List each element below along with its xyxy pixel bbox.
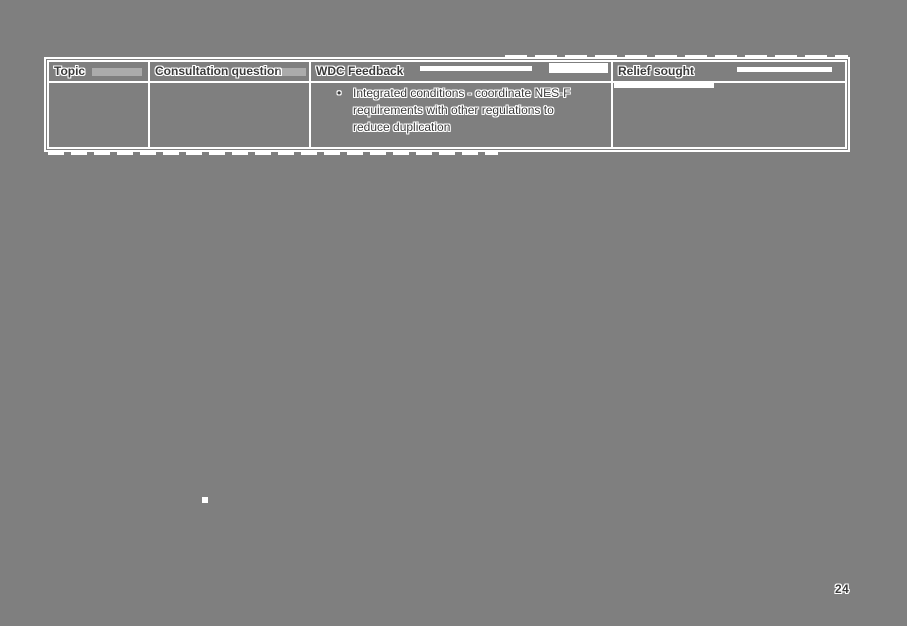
consultation-feedback-table: Topic Consultation question WDC Feedback… bbox=[44, 57, 850, 152]
artifact-bar bbox=[614, 83, 714, 88]
bullet-text-line: reduce duplication bbox=[353, 120, 451, 134]
artifact-bar bbox=[420, 66, 532, 71]
table-row: • Integrated conditions - coordinate NES… bbox=[47, 81, 847, 149]
artifact-square bbox=[202, 497, 208, 503]
cell-consultation-question bbox=[148, 81, 311, 149]
artifact-bottom-dashes bbox=[48, 152, 498, 155]
artifact-bar bbox=[92, 68, 142, 76]
bullet-item: • Integrated conditions - coordinate NES… bbox=[311, 83, 611, 136]
header-row: Topic Consultation question WDC Feedback… bbox=[47, 60, 847, 83]
artifact-top-dashes bbox=[505, 55, 848, 57]
cell-relief-sought bbox=[611, 81, 847, 149]
artifact-bar bbox=[549, 63, 608, 73]
artifact-bar bbox=[737, 67, 832, 72]
bullet-text-line: Integrated conditions - coordinate NES-F bbox=[353, 86, 571, 100]
artifact-bar bbox=[278, 68, 306, 76]
cell-topic bbox=[47, 81, 150, 149]
col-header-relief-sought: Relief sought bbox=[611, 60, 847, 83]
col-header-topic: Topic bbox=[47, 60, 150, 83]
page-number: 24 bbox=[835, 582, 850, 596]
cell-wdc-feedback: • Integrated conditions - coordinate NES… bbox=[309, 81, 613, 149]
feedback-table: Topic Consultation question WDC Feedback… bbox=[47, 60, 847, 149]
bullet-text-line: requirements with other regulations to bbox=[353, 103, 554, 117]
col-header-wdc-feedback: WDC Feedback bbox=[309, 60, 613, 83]
col-header-consultation-question: Consultation question bbox=[148, 60, 311, 83]
bullet-marker-icon: • bbox=[337, 86, 342, 100]
bullet-text: Integrated conditions - coordinate NES-F… bbox=[353, 85, 570, 136]
